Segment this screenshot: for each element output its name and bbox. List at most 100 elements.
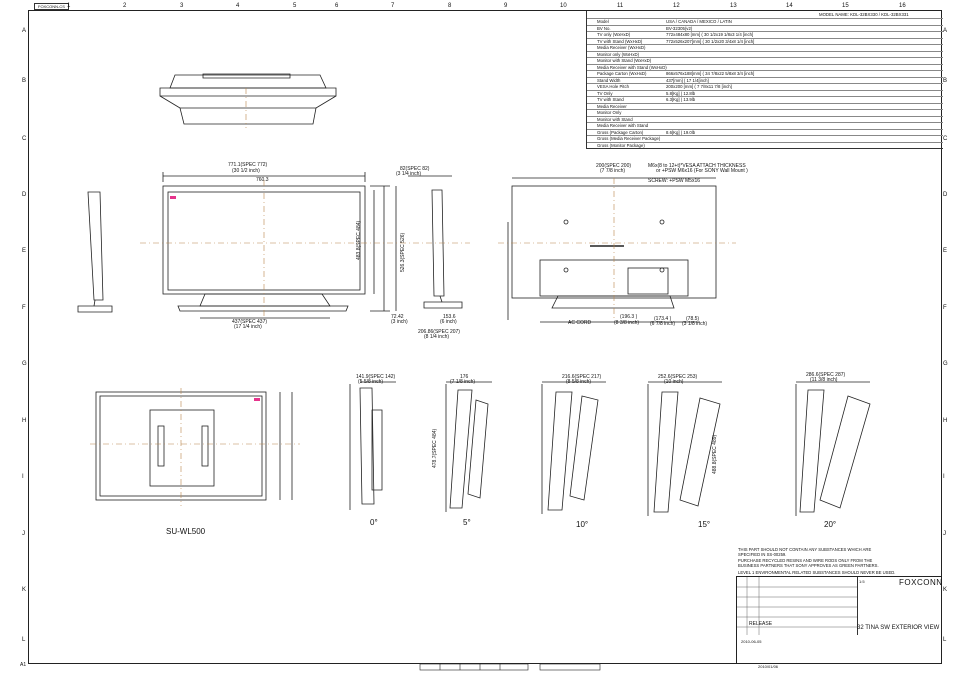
row-letter: L xyxy=(22,637,26,643)
row-letter: B xyxy=(22,78,27,84)
dim-depth-top: 82(SPEC 82) xyxy=(400,166,430,172)
spec-row-value: 772x484x80 [mm] ( 30 1/2x19 1/8x3 1/4 [i… xyxy=(666,32,754,37)
screw-note: SCREW: +PSW M5x16 xyxy=(648,178,701,184)
dim-back-d1: (196.3 ) xyxy=(620,314,638,320)
spec-row-value: BV-32305(v2) xyxy=(666,25,693,31)
center-lines xyxy=(90,88,736,506)
note-line: SPECIFIED IN SS-00259. xyxy=(738,552,787,557)
wall-mount-5deg xyxy=(445,381,492,512)
spec-row: Media Receiver (WxHxD) xyxy=(587,44,943,52)
spec-row-name: Gross (Monitor Package) xyxy=(597,142,645,148)
dim-wall-0-depth-inch: (5 5/8 inch) xyxy=(358,379,384,385)
spec-row: Monitor with Stand xyxy=(587,115,943,124)
angle-label: 0° xyxy=(370,518,378,527)
note-line: LEVEL 1 ENVIRONMENTAL RELATED SUBSTANCES… xyxy=(738,570,896,575)
row-letter: A xyxy=(943,28,948,34)
column-number: 11 xyxy=(617,3,624,9)
column-number: 5 xyxy=(293,3,297,9)
column-number: 13 xyxy=(730,3,737,9)
dim-front-width-inch: (30 1/2 inch) xyxy=(232,168,260,174)
frame-ticks xyxy=(419,663,601,671)
row-letter: I xyxy=(943,474,945,480)
angle-label: 5° xyxy=(463,518,471,527)
spec-row-name: BV No. xyxy=(597,25,611,31)
dim-vesa: 200(SPEC 200) xyxy=(596,163,632,169)
row-letter: H xyxy=(22,418,27,424)
spec-row: Monitor Only xyxy=(587,109,943,117)
dim-depth-top-inch: (3 1/4 inch) xyxy=(396,171,422,177)
dim-stand-depth: 206.86(SPEC 207) xyxy=(418,329,460,335)
column-number: 4 xyxy=(236,3,240,9)
row-letter: L xyxy=(943,637,947,643)
spec-row: Media Receiver xyxy=(587,102,943,111)
row-letter: C xyxy=(943,136,948,142)
ac-cord-label: AC CORD xyxy=(568,320,592,326)
dim-wall-20-depth: 286.6(SPEC 287) xyxy=(806,372,846,378)
spec-row-name: Media Receiver with Stand (WxHxD) xyxy=(597,64,667,70)
spec-row-name: TV only (WxHxD) xyxy=(597,32,631,37)
column-number: 10 xyxy=(560,3,567,9)
row-letter: J xyxy=(943,531,946,537)
dim-back-d3: (78.5) xyxy=(686,316,700,322)
title-block: RELEASE 1:5 FOXCONN 32 TINA SW EXTERIOR … xyxy=(736,576,942,664)
vesa-note: M6x(8 to 12+t)*VESA ATTACH THICKNESS xyxy=(648,163,746,169)
release-label: RELEASE xyxy=(749,621,773,627)
dim-height-b: 526.3(SPEC 526) xyxy=(400,232,406,272)
spec-row-name: Monitor only (WxHxD) xyxy=(597,51,640,57)
dim-wall-15-depth-inch: (10 inch) xyxy=(664,379,684,385)
spec-row: Gross (Monitor Package) xyxy=(587,141,943,150)
model-header: MODEL NAME: KDL-32BX330 / KDL-32BX331 xyxy=(819,12,909,17)
revision-grid xyxy=(737,577,857,635)
spec-row: Media Receiver with Stand (WxHxD) xyxy=(587,63,943,72)
column-number: 12 xyxy=(673,3,680,9)
dim-front-inner: 760.3 xyxy=(256,177,269,183)
note-line: PURCHASE RECYCLED RESINS AND WIRE RODS O… xyxy=(738,558,873,563)
dim-wall-10-depth: 216.6(SPEC 217) xyxy=(562,374,602,380)
spec-row-name: Media Receiver (WxHxD) xyxy=(597,45,646,50)
spec-row-name: Gross (Package Carton) xyxy=(597,129,644,135)
wall-mount-0deg xyxy=(349,381,396,510)
spec-row: TV only (WxHxD) 772x484x80 [mm] ( 30 1/2x… xyxy=(587,31,943,39)
column-number: 1 xyxy=(67,3,71,9)
column-number: 3 xyxy=(180,3,184,9)
wall-mount-back-view xyxy=(95,391,293,501)
spec-row-name: TV with Stand (WxHxD) xyxy=(597,38,643,44)
spec-row-value: 8.6[Kg] ( 19.0lb xyxy=(666,129,696,135)
spec-row-name: Stand Width xyxy=(597,77,621,83)
angle-label: 15° xyxy=(698,520,711,529)
dim-back-d2-inch: (6 7/8 inch) xyxy=(650,321,676,327)
spec-row: Media Receiver with Stand xyxy=(587,122,943,130)
spec-row-name: Monitor with Stand xyxy=(597,116,633,122)
spec-row: BV No. BV-32305(v2) xyxy=(587,24,943,33)
company-logo: FOXCONN xyxy=(899,578,943,587)
spec-row-value: 866x576x188[mm] ( 34 7/8x22 5/8x8 3/4 [i… xyxy=(666,71,755,76)
spec-row-value: 6.3[Kg] ( 13.9lb xyxy=(666,97,696,102)
dim-vesa-inch: (7 7/8 inch) xyxy=(600,168,626,174)
row-letter: F xyxy=(943,305,947,311)
wall-mount-10deg xyxy=(541,381,606,514)
spec-row: Gross (Media Receiver Package) xyxy=(587,135,943,143)
issue-date: 2010/01/06 xyxy=(758,664,779,669)
dim-back-d3-inch: (3 1/8 inch) xyxy=(682,321,708,327)
row-letter: J xyxy=(22,531,25,537)
column-number: 9 xyxy=(504,3,508,9)
spec-row: Package Carton (WxHxD)866x576x188[mm] ( … xyxy=(587,70,943,78)
dim-wall-5-depth-inch: (7 1/8 inch) xyxy=(450,379,476,385)
row-letter: C xyxy=(22,136,27,142)
angle-label: 10° xyxy=(576,520,589,529)
row-letter: K xyxy=(943,587,948,593)
row-letter: E xyxy=(943,248,948,254)
dim-back-d1-inch: (8 3/8 inch) xyxy=(614,320,640,326)
spec-row-name: Monitor Only xyxy=(597,110,622,115)
wall-mount-20deg xyxy=(795,381,871,516)
row-letter: I xyxy=(22,474,24,480)
row-letter: D xyxy=(22,192,27,198)
column-number: 16 xyxy=(899,3,906,9)
spec-row-value: USA / CANADA / MEXICO / LATIN xyxy=(666,19,732,24)
dim-stand-width-inch: (17 1/4 inch) xyxy=(234,324,262,330)
spec-row-name: VESA Hole Pitch xyxy=(597,84,630,89)
